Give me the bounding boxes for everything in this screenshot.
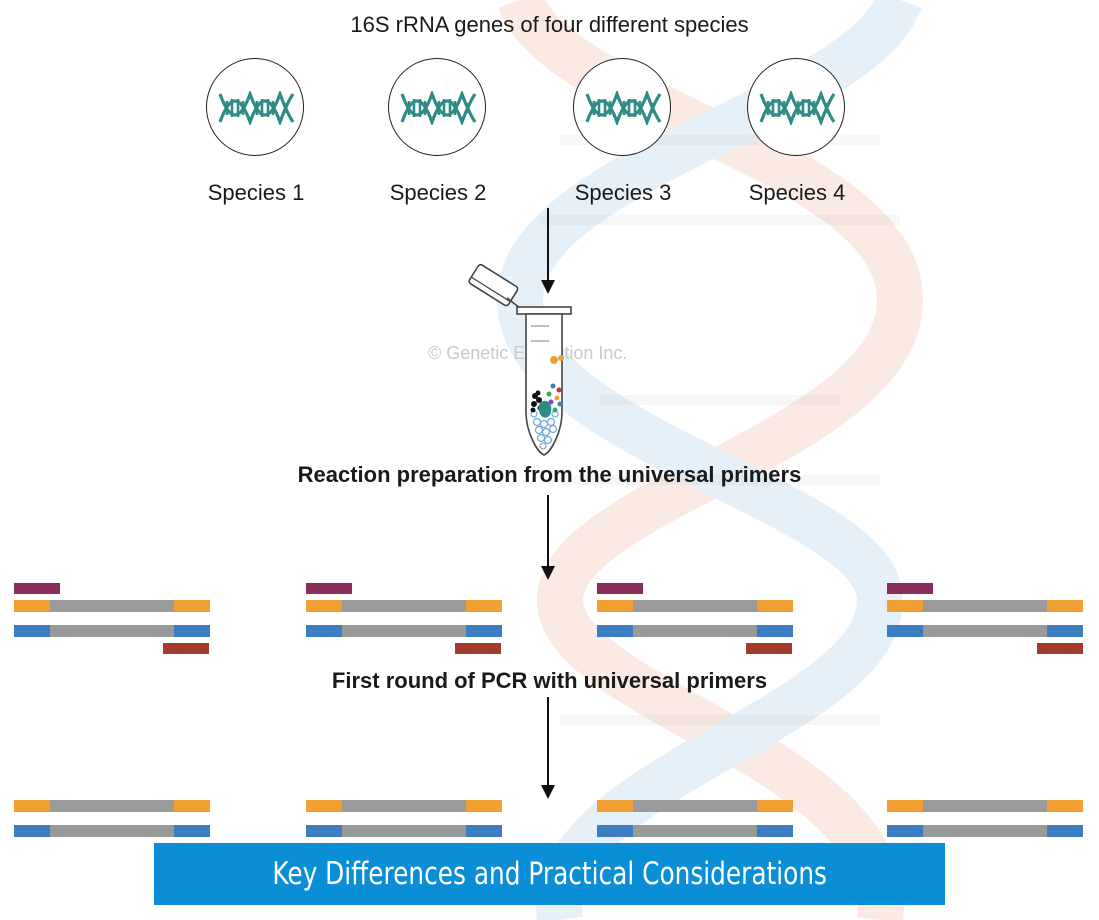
product-bottom-left-end xyxy=(14,825,50,837)
section-banner: Key Differences and Practical Considerat… xyxy=(154,843,945,905)
product-top-right-end xyxy=(174,800,210,812)
species-circle xyxy=(388,58,486,156)
strand-top-body xyxy=(633,600,757,612)
product-top-body xyxy=(50,800,174,812)
product-top-left-end xyxy=(597,800,633,812)
strand-top-body xyxy=(342,600,466,612)
strand-bottom-body xyxy=(342,625,466,637)
species-label: Species 4 xyxy=(748,180,846,205)
product-bottom-body xyxy=(50,825,174,837)
product-bottom-body xyxy=(342,825,466,837)
species-label: Species 1 xyxy=(207,180,305,205)
strand-bottom-right-end xyxy=(466,625,502,637)
strand-bottom-right-end xyxy=(757,625,793,637)
product-top-body xyxy=(342,800,466,812)
strand-bottom-body xyxy=(633,625,757,637)
diagram-title: 16S rRNA genes of four different species xyxy=(350,12,749,37)
dna-icon xyxy=(759,91,836,125)
product-top-left-end xyxy=(14,800,50,812)
first-round-step-label: First round of PCR with universal primer… xyxy=(331,668,768,693)
strand-top-right-end xyxy=(1047,600,1083,612)
dna-icon xyxy=(400,91,477,125)
species-label: Species 2 xyxy=(389,180,487,205)
strand-bottom-body xyxy=(50,625,174,637)
species-circle xyxy=(747,58,845,156)
product-top-right-end xyxy=(757,800,793,812)
product-top-left-end xyxy=(306,800,342,812)
dna-icon xyxy=(218,91,295,125)
product-bottom-left-end xyxy=(597,825,633,837)
product-top-left-end xyxy=(887,800,923,812)
flow-arrow xyxy=(541,495,555,580)
dna-icon xyxy=(585,91,662,125)
product-top-body xyxy=(633,800,757,812)
strand-bottom-left-end xyxy=(306,625,342,637)
strand-bottom-body xyxy=(923,625,1047,637)
species-label: Species 3 xyxy=(574,180,672,205)
strand-bottom-left-end xyxy=(887,625,923,637)
product-bottom-right-end xyxy=(174,825,210,837)
species-circle xyxy=(573,58,671,156)
strand-top-body xyxy=(50,600,174,612)
product-bottom-right-end xyxy=(1047,825,1083,837)
product-bottom-left-end xyxy=(306,825,342,837)
strand-top-right-end xyxy=(757,600,793,612)
product-bottom-body xyxy=(923,825,1047,837)
flow-arrow xyxy=(541,697,555,799)
strand-top-right-end xyxy=(466,600,502,612)
strand-top-right-end xyxy=(174,600,210,612)
strand-top-left-end xyxy=(597,600,633,612)
reverse-primer xyxy=(1037,643,1083,654)
banner-text: Key Differences and Practical Considerat… xyxy=(272,856,827,892)
product-top-right-end xyxy=(1047,800,1083,812)
forward-primer xyxy=(597,583,643,594)
forward-primer xyxy=(887,583,933,594)
strand-top-left-end xyxy=(306,600,342,612)
species-circle xyxy=(206,58,304,156)
product-bottom-body xyxy=(633,825,757,837)
product-bottom-right-end xyxy=(466,825,502,837)
reverse-primer xyxy=(455,643,501,654)
product-bottom-left-end xyxy=(887,825,923,837)
reverse-primer xyxy=(163,643,209,654)
forward-primer xyxy=(306,583,352,594)
strand-bottom-right-end xyxy=(1047,625,1083,637)
forward-primer xyxy=(14,583,60,594)
strand-bottom-left-end xyxy=(597,625,633,637)
pcr-tube-icon xyxy=(468,263,572,456)
strand-bottom-left-end xyxy=(14,625,50,637)
strand-top-left-end xyxy=(14,600,50,612)
product-top-body xyxy=(923,800,1047,812)
product-bottom-right-end xyxy=(757,825,793,837)
product-top-right-end xyxy=(466,800,502,812)
flow-arrow xyxy=(541,208,555,294)
reverse-primer xyxy=(746,643,792,654)
strand-bottom-right-end xyxy=(174,625,210,637)
strand-top-left-end xyxy=(887,600,923,612)
reaction-step-label: Reaction preparation from the universal … xyxy=(297,462,802,487)
strand-top-body xyxy=(923,600,1047,612)
